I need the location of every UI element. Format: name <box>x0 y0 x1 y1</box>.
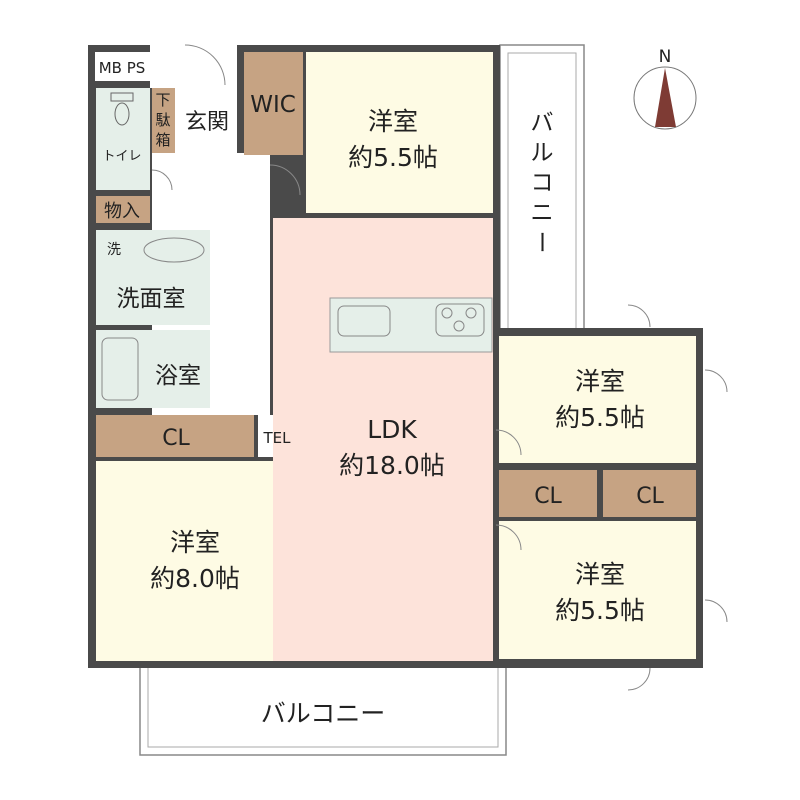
bedroom-east2-size: 約5.5帖 <box>555 596 645 625</box>
door-icon[interactable] <box>269 164 301 196</box>
balcony-east-label: ル <box>531 140 554 166</box>
kitchen-counter <box>329 297 493 353</box>
door-icon[interactable] <box>627 304 651 328</box>
door-icon[interactable] <box>495 524 522 551</box>
entrance-room <box>175 88 237 153</box>
door-icon[interactable] <box>704 599 728 623</box>
sink-icon <box>337 305 391 337</box>
toilet-room <box>96 88 150 190</box>
bathroom <box>96 330 210 408</box>
bedroom-north-name: 洋室 <box>368 107 418 136</box>
bathroom-label: 浴室 <box>155 363 201 389</box>
door-icon[interactable] <box>704 369 728 393</box>
door-icon[interactable] <box>495 429 522 456</box>
balcony-east-label: ー <box>528 231 554 254</box>
bedroom-north-size: 約5.5帖 <box>348 143 438 172</box>
balcony-east <box>499 44 585 331</box>
ldk-size: 約18.0帖 <box>339 451 445 480</box>
bedroom-east1-name: 洋室 <box>575 367 625 396</box>
wic-room <box>244 52 303 155</box>
closet-east1 <box>499 470 597 517</box>
washroom-label: 洗面室 <box>117 286 186 312</box>
closet-west-label: CL <box>162 426 190 451</box>
shoe-box-label: 駄 <box>155 111 170 129</box>
shoe-box-label: 下 <box>155 91 170 109</box>
bedroom-west <box>96 461 294 661</box>
bedroom-north <box>306 52 493 213</box>
balcony-east-label: バ <box>531 110 554 136</box>
door-icon[interactable] <box>627 667 651 691</box>
entrance-door-icon[interactable] <box>184 44 226 86</box>
closet-east1-label: CL <box>534 484 562 509</box>
shoe-box-label: 箱 <box>155 131 170 149</box>
mbps-label: MB PS <box>99 59 146 77</box>
bathtub-icon <box>101 337 139 401</box>
entrance-label: 玄関 <box>185 110 229 135</box>
toilet-label: トイレ <box>102 149 141 164</box>
wash-basin-icon <box>143 237 205 263</box>
ldk-name: LDK <box>367 415 417 444</box>
bedroom-east2 <box>499 521 696 659</box>
washer-label: 洗 <box>107 242 121 258</box>
bedroom-west-name: 洋室 <box>170 528 220 557</box>
tel-label: TEL <box>263 429 292 447</box>
toilet-tank-icon <box>110 92 134 102</box>
balcony-south-label: バルコニー <box>261 699 386 728</box>
closet-east2-label: CL <box>636 484 664 509</box>
mbps-room <box>95 52 150 81</box>
washroom <box>96 230 210 325</box>
ldk-room <box>273 218 493 661</box>
balcony-east-label: コ <box>531 170 554 196</box>
compass-label: N <box>659 47 672 67</box>
toilet-bowl-icon <box>114 102 130 126</box>
closet-east2 <box>603 470 696 517</box>
wic-label: WIC <box>250 92 296 118</box>
closet-west <box>96 415 254 457</box>
storage-room <box>96 196 150 223</box>
bedroom-east2-name: 洋室 <box>575 560 625 589</box>
north-compass-icon: N <box>633 47 697 130</box>
bedroom-east1-size: 約5.5帖 <box>555 403 645 432</box>
balcony-east-label: ニ <box>531 200 554 226</box>
door-icon[interactable] <box>151 169 173 191</box>
bedroom-east1 <box>499 336 696 463</box>
storage-label: 物入 <box>104 201 140 222</box>
stove-icon <box>435 303 485 337</box>
bedroom-west-size: 約8.0帖 <box>150 564 240 593</box>
shoe-box <box>152 88 175 153</box>
balcony-south <box>139 661 507 756</box>
